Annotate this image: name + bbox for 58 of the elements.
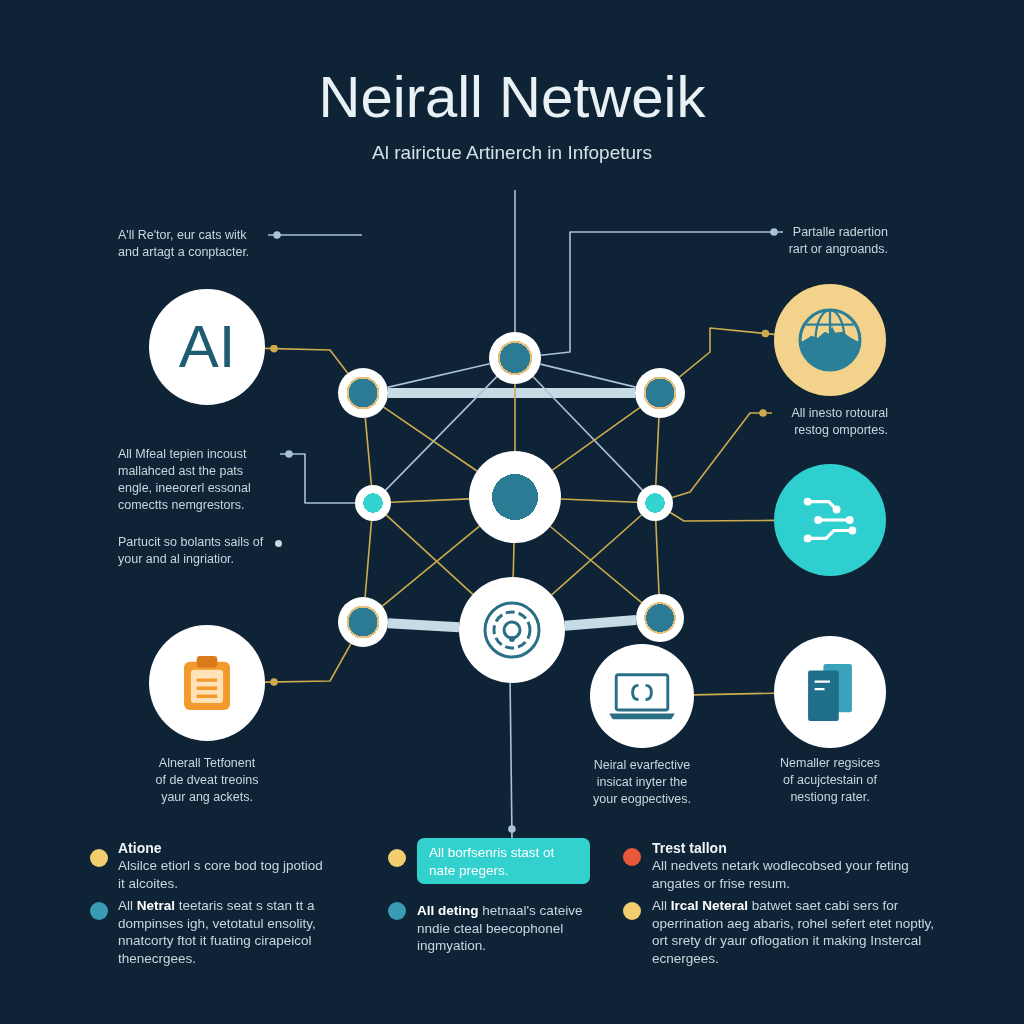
- circle-caption: Nemaller regsices of acujctestain of nestiong rater.: [779, 755, 881, 806]
- network-node: [637, 485, 673, 521]
- connector-line: [264, 643, 352, 686]
- connector-line: [508, 682, 516, 839]
- connector-line: [551, 406, 641, 471]
- connector-line: [514, 189, 516, 333]
- connector-line: [364, 417, 373, 486]
- note-text: All Ircal Neteral batwet saet cabi sers for operrination aeg abaris, rohel sefert etet noptly, ort srety dr yaur oflogation it making Instercal ecnergees.: [652, 897, 935, 967]
- connector-line: [549, 525, 643, 604]
- note-text: Alsilce etiorl s core bod tog jpotiod it alcoites.: [118, 857, 324, 892]
- note-text: All deting hetnaal's cateive nndie cteal beecophonel ingmyation.: [417, 902, 584, 955]
- connector-line: [550, 514, 643, 596]
- leader-line: [267, 231, 363, 239]
- note-heading: Trest tallon: [652, 840, 727, 857]
- connector-line: [385, 514, 474, 596]
- network-node: [355, 485, 391, 521]
- network-node: [489, 332, 541, 384]
- callout-text: Partalle radertion rart or angroands.: [783, 224, 888, 258]
- connector-line: [381, 525, 481, 607]
- subtitle: Al rairictue Artinerch in Infopeturs: [372, 141, 652, 165]
- note-text: All Netral teetaris seat s stan tt a dompinses igh, vetotatul ensolity, nnatcorty ftot it fuating cirapeicol thenecrgees.: [118, 897, 317, 967]
- network-node: [338, 368, 388, 418]
- circle-caption: Alnerall Tetfonent of de dveat treoins yaur ang ackets.: [154, 755, 260, 806]
- callout-text: All inesto rotoural restog omportes.: [772, 405, 888, 439]
- callout-text: All Mfeal tepien incoust mallahced ast the pats engle, ineeorerl essonal comectts nemgrestors.: [118, 446, 280, 514]
- leader-line: [279, 450, 356, 504]
- connector-line: [364, 520, 373, 598]
- connector-line: [514, 383, 516, 452]
- connector-line: [669, 511, 775, 522]
- connector-line: [539, 363, 637, 388]
- note-heading: Atione: [118, 840, 162, 857]
- callout-text: Partucit so bolants sails of your and al ingriatior.: [118, 534, 265, 568]
- callout-text: A'll Re'tor, eur cats witk and artagt a conptacter.: [118, 227, 268, 261]
- connector-line: [532, 375, 644, 491]
- connector-band: [388, 388, 635, 398]
- connector-line: [678, 327, 776, 378]
- connector-line: [384, 375, 498, 491]
- connector-band: [387, 618, 460, 633]
- note-text: All nedvets netark wodlecobsed your feting angates or frise resum.: [652, 857, 910, 892]
- network-node: [635, 368, 685, 418]
- highlight-box: All borfsenris stast ot nate pregers.: [417, 838, 590, 884]
- letter-circle: AI: [149, 289, 265, 405]
- title: Neirall Netweik: [318, 64, 706, 130]
- network-node: [636, 594, 684, 642]
- leader-line: [540, 228, 784, 356]
- connector-line: [655, 417, 660, 486]
- circle-caption: Neiral evarfective insicat inyter the your eogpectives.: [592, 757, 692, 808]
- connector-line: [693, 692, 775, 696]
- connector-line: [655, 520, 660, 595]
- connector-band: [564, 614, 637, 631]
- connector-line: [386, 363, 491, 389]
- connector-line: [560, 498, 638, 503]
- connector-line: [390, 498, 470, 503]
- connector-line: [264, 344, 349, 374]
- network-node: [338, 597, 388, 647]
- connector-line: [382, 406, 478, 472]
- connector-line: [512, 542, 515, 578]
- leader-line: [671, 409, 773, 499]
